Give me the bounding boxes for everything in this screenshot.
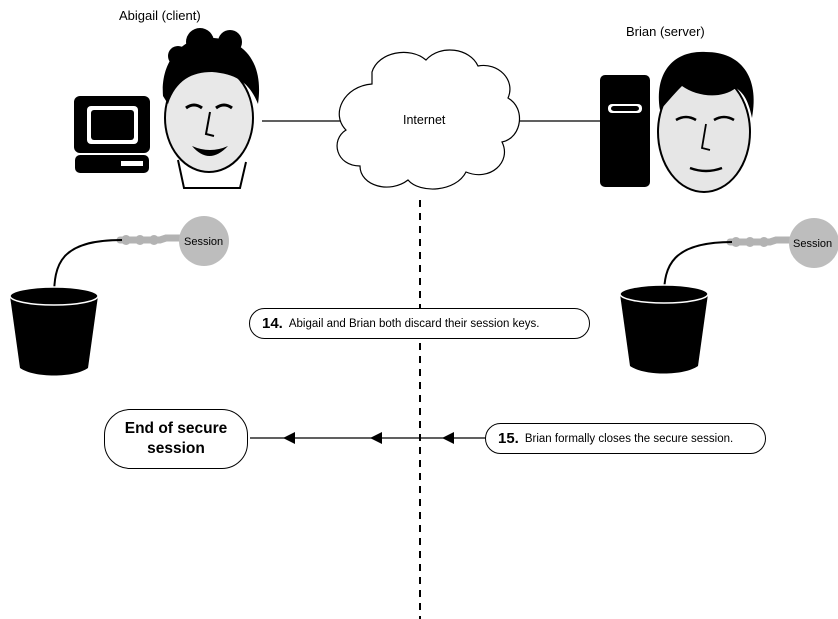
arrow-icon [442, 432, 454, 444]
step-14-text: Abigail and Brian both discard their ses… [288, 317, 540, 330]
trash-bin-icon [9, 286, 99, 376]
server-title: Brian (server) [626, 24, 705, 39]
step-14-label: 14. Abigail and Brian both discard their… [249, 308, 590, 339]
step-15-text: Brian formally closes the secure session… [524, 432, 734, 445]
arrow-icon [370, 432, 382, 444]
computer-icon [74, 96, 150, 173]
end-box-line2: session [147, 440, 205, 457]
end-box-line1: End of secure [124, 420, 228, 437]
trash-bin-icon [619, 284, 709, 374]
internet-label: Internet [403, 113, 446, 127]
client-avatar [162, 28, 260, 189]
key-icon: Session [116, 216, 229, 266]
client-title: Abigail (client) [119, 8, 201, 23]
key-icon: Session [726, 218, 838, 268]
key-left-label: Session [184, 236, 223, 248]
cloud-icon [336, 49, 521, 190]
server-tower-icon [600, 75, 650, 187]
server-avatar [657, 51, 754, 193]
step-15-label: 15. Brian formally closes the secure ses… [485, 423, 766, 454]
arrow-icon [283, 432, 295, 444]
key-right-label: Session [793, 238, 832, 250]
end-of-session-box: End of secure session [104, 409, 248, 469]
step-15-number: 15. [498, 430, 519, 447]
step-14-number: 14. [262, 315, 283, 332]
